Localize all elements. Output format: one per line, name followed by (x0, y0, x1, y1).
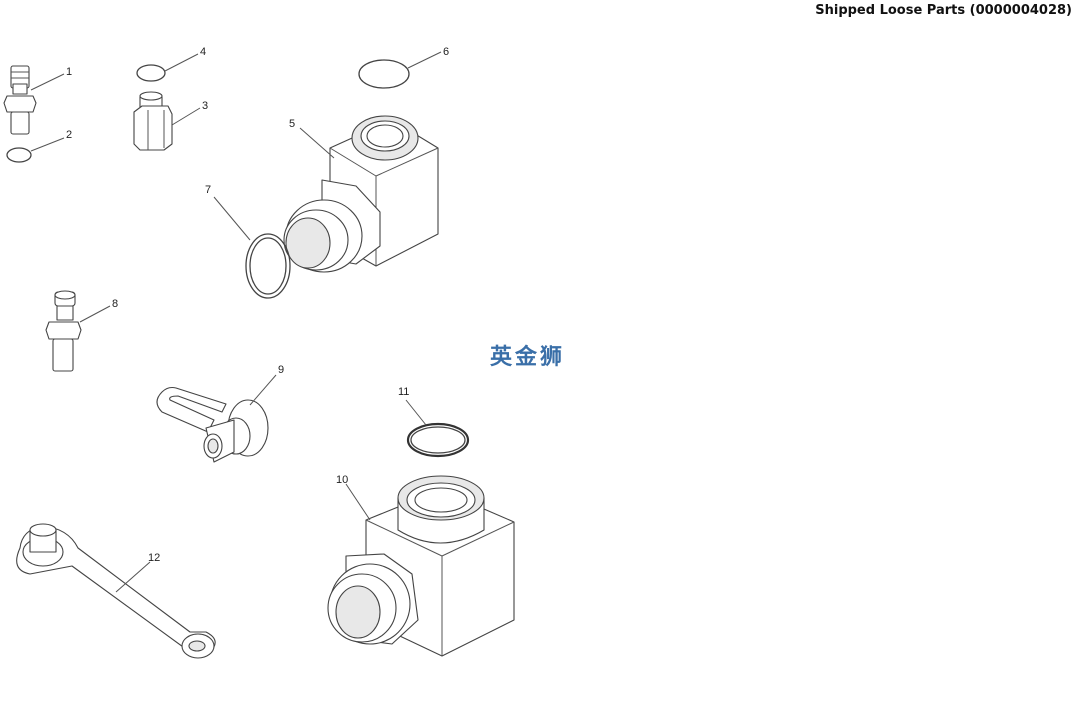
o-ring-icon (406, 422, 470, 458)
leader-11 (405, 399, 427, 426)
leader-2 (30, 137, 65, 152)
leader-7 (213, 196, 251, 241)
callout-1: 1 (66, 66, 72, 78)
callout-8: 8 (112, 298, 118, 310)
leader-4 (164, 53, 199, 72)
callout-2: 2 (66, 129, 72, 141)
large-o-ring-icon (245, 233, 291, 299)
quick-coupler-male-icon (3, 65, 37, 135)
callout-3: 3 (202, 100, 208, 112)
leader-6 (407, 51, 442, 69)
callout-10: 10 (336, 474, 348, 486)
elbow-block-icon (283, 115, 439, 273)
callout-9: 9 (278, 364, 284, 376)
callout-7: 7 (205, 184, 211, 196)
hex-adapter-icon (133, 91, 173, 151)
callout-5: 5 (289, 118, 295, 130)
small-o-ring-icon (6, 147, 32, 163)
leader-9 (249, 374, 277, 406)
dust-cap-with-strap-icon (156, 386, 269, 463)
page-title: Shipped Loose Parts (0000004028) (815, 3, 1072, 18)
leader-1 (30, 73, 65, 91)
tethered-cap-icon (16, 523, 216, 659)
callout-4: 4 (200, 46, 206, 58)
small-o-ring-icon (136, 64, 166, 82)
callout-11: 11 (398, 386, 409, 398)
o-ring-icon (358, 59, 410, 89)
leader-8 (79, 305, 111, 323)
leader-12 (115, 561, 151, 593)
callout-6: 6 (443, 46, 449, 58)
leader-3 (171, 107, 201, 126)
quick-coupler-icon (45, 290, 82, 372)
leader-5 (299, 127, 335, 159)
leader-10 (345, 483, 371, 521)
callout-12: 12 (148, 552, 160, 564)
elbow-block-icon (327, 475, 515, 657)
watermark-logo: 英金狮 (490, 344, 565, 370)
